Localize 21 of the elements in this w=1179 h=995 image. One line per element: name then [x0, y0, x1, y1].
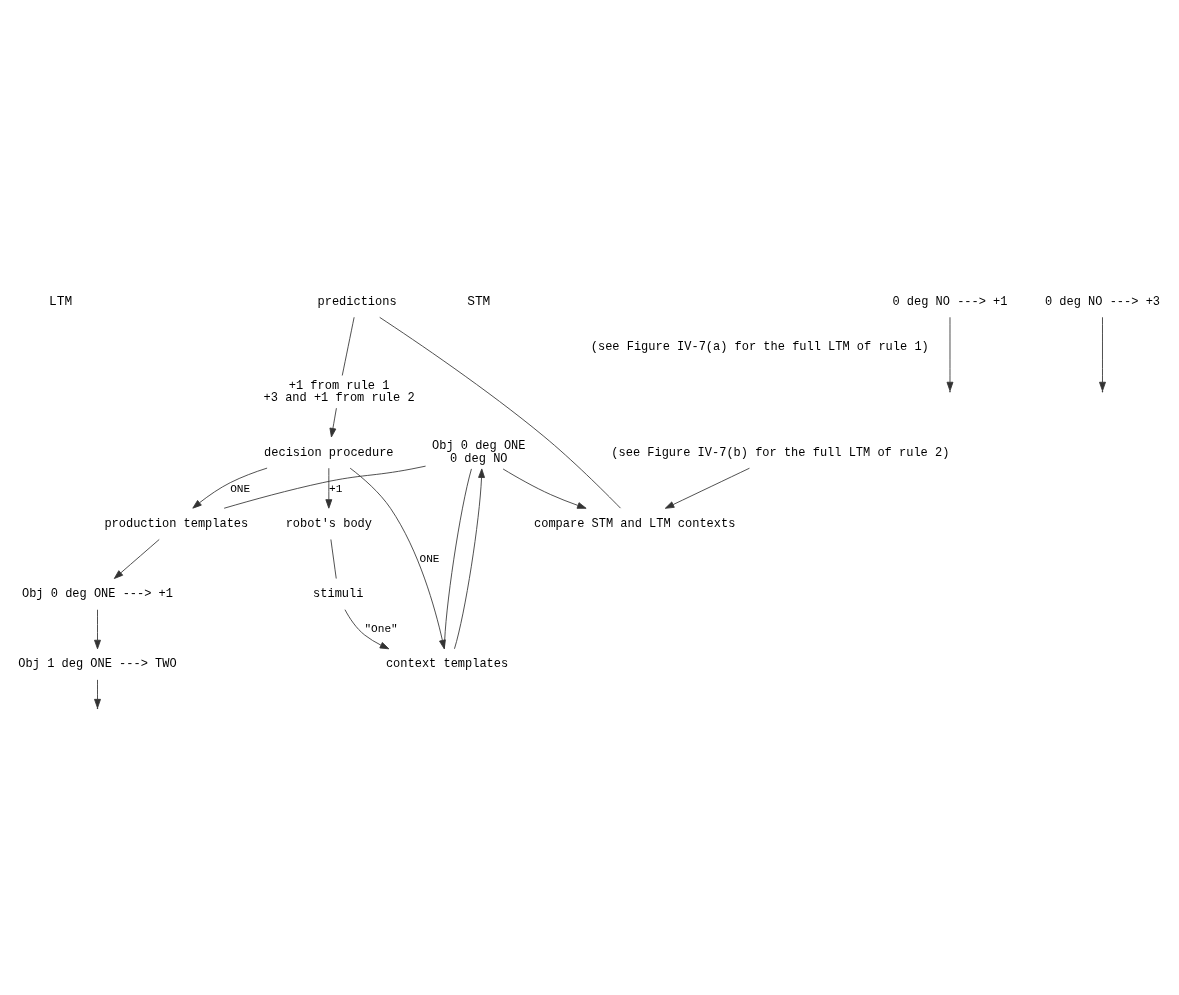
- node-text: (see Figure IV-7(a) for the full LTM of rule 1): [590, 339, 929, 354]
- node-text: stimuli: [313, 587, 364, 602]
- node-text: +1 from rule 1 +3 and +1 from rule 2: [263, 378, 415, 406]
- node-text: 0 deg NO ---> +1: [892, 295, 1008, 310]
- label: STM: [467, 293, 491, 309]
- node-text: 0 deg NO ---> +3: [1044, 295, 1161, 310]
- node-text: (see Figure IV-7(b) for the full LTM of rule 2): [611, 445, 950, 460]
- node-text: compare STM and LTM contexts: [534, 516, 736, 531]
- node-text: decision procedure: [264, 445, 394, 460]
- edge-label: ONE: [230, 482, 251, 495]
- node-text: robot's body: [285, 516, 372, 531]
- node-text: Obj 0 deg ONE ---> +1: [21, 587, 174, 602]
- node-text: production templates: [104, 516, 249, 531]
- node-text: predictions: [317, 295, 397, 310]
- node-text: Obj 0 deg ONE 0 deg NO: [432, 439, 526, 467]
- node-text: context templates: [385, 657, 509, 672]
- node-text: Obj 1 deg ONE ---> TWO: [18, 657, 177, 672]
- edge-label: ONE: [419, 552, 440, 565]
- label: LTM: [49, 293, 73, 309]
- edge-label: "One": [364, 623, 398, 636]
- edge-label: +1: [329, 482, 343, 495]
